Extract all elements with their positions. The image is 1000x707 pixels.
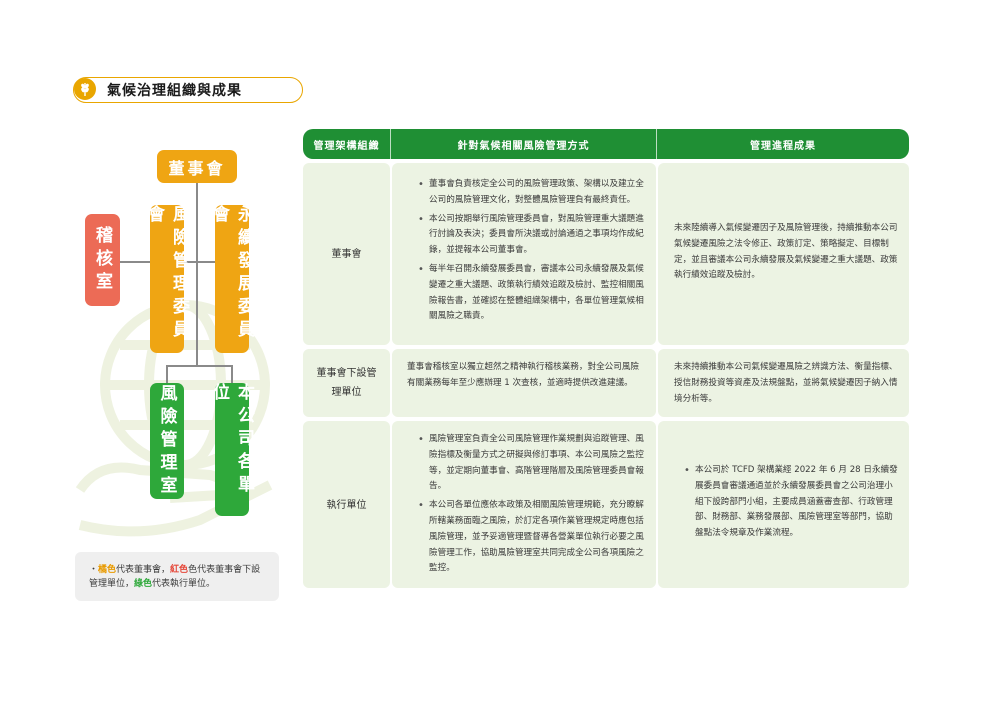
row-results: 本公司於 TCFD 架構業經 2022 年 6 月 28 日永續發展委員會審議通… [684,463,898,545]
list-item: 本公司各單位應依本政策及相關風險管理規範，充分瞭解所轄業務面臨之風險，於訂定各項… [418,498,646,577]
legend-box [75,552,279,601]
org-audit-office: 稽核室 [85,214,120,306]
row-methods: 董事會稽核室以獨立超然之精神執行稽核業務，對全公司風險有關業務每年至少應辦理 1… [407,362,640,388]
connector-line [166,365,232,367]
org-sustainability-committee: 永續發展委員會 [209,205,254,353]
row-methods: 董事會負責核定全公司的風險管理政策、架構以及建立全公司的風險管理文化，對整體風險… [418,177,646,328]
row-org-label: 執行單位 [326,500,367,511]
org-company-units: 本公司各單位 [209,383,254,516]
connector-line [196,183,198,366]
row-results: 未來持續推動本公司氣候變遷風險之辨識方法、衡量指標、授信財務投資等資產及法規盤點… [674,362,898,404]
list-item: 董事會負責核定全公司的風險管理政策、架構以及建立全公司的風險管理文化，對整體風險… [418,177,646,209]
row-org-label: 董事會 [331,249,362,260]
org-risk-office: 風險管理室 [150,383,184,499]
legend-orange: 橘色 [98,565,117,575]
list-item: 本公司於 TCFD 架構業經 2022 年 6 月 28 日永續發展委員會審議通… [684,463,898,542]
table-cell [658,163,909,345]
legend-green: 綠色 [134,579,153,589]
legend-text: ・橘色代表董事會，紅色色代表董事會下設管理單位，綠色代表執行單位。 [89,565,261,589]
row-results: 未來陸續導入氣候變遷因子及風險管理後，持續推動本公司氣候變遷風險之法令修正、政策… [674,223,898,281]
table-cell [303,421,390,588]
table-cell [303,163,390,345]
header-org: 管理架構組織 [313,140,380,152]
header-results: 管理進程成果 [750,140,816,152]
table-header [303,129,909,159]
header-methods: 針對氣候相關風險管理方式 [457,140,590,152]
wheat-icon [74,78,96,100]
connector-line [166,365,168,383]
list-item: 本公司按期舉行風險管理委員會，對風險管理重大議題進行討論及表決；委員會所決議或討… [418,212,646,259]
connector-line [184,261,215,263]
section-title: 氣候治理組織與成果 [107,83,242,99]
section-title-pill [73,77,303,103]
table-cell [303,349,390,417]
org-risk-committee: 風險管理委員會 [144,205,189,353]
connector-line [231,365,233,383]
row-methods: 風險管理室負責全公司風險管理作業規劃與追蹤管理、風險指標及衡量方式之研擬與修訂事… [418,432,646,580]
list-item: 每半年召開永續發展委員會，審議本公司永續發展及氣候變遷之重大議題、政策執行績效追… [418,262,646,325]
list-item: 風險管理室負責全公司風險管理作業規劃與追蹤管理、風險指標及衡量方式之研擬與修訂事… [418,432,646,495]
legend-red: 紅色 [170,565,189,575]
table-cell [658,349,909,417]
row-org-label: 董事會下設管理單位 [316,368,377,398]
org-board: 董事會 [157,150,237,183]
table-cell [392,349,656,417]
